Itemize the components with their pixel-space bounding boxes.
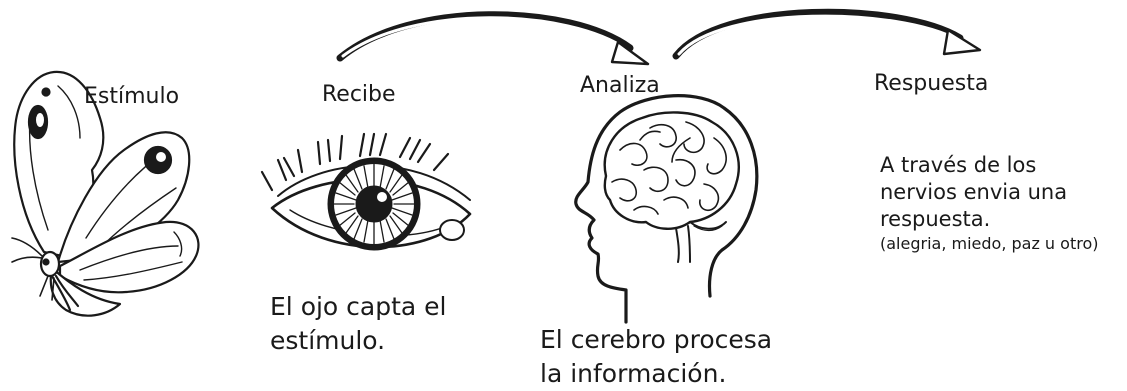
- receive-caption-line: estímulo.: [270, 326, 386, 355]
- eye-icon: [260, 132, 472, 251]
- analyze-caption-line: la información.: [540, 359, 727, 388]
- stimulus-label: Estímulo: [84, 84, 180, 109]
- response-description: A través de los nervios envia una respue…: [880, 152, 1120, 254]
- response-text: A través de los nervios envia una respue…: [880, 152, 1120, 233]
- curved-arrow-icon: [672, 8, 982, 60]
- receive-caption: El ojo capta el estímulo.: [270, 290, 447, 358]
- response-examples: (alegria, miedo, paz u otro): [880, 234, 1099, 253]
- analyze-label: Analiza: [580, 73, 660, 98]
- analyze-caption: El cerebro procesa la información.: [540, 323, 772, 391]
- response-label: Respuesta: [874, 71, 989, 96]
- curved-arrow-icon: [336, 11, 650, 66]
- brain-head-icon: [574, 94, 759, 324]
- butterfly-icon: [11, 70, 200, 317]
- receive-label: Recibe: [322, 82, 396, 107]
- response-text-line: A través de los: [880, 153, 1037, 177]
- receive-caption-line: El ojo capta el: [270, 292, 447, 321]
- response-text-line: respuesta.: [880, 207, 991, 231]
- response-text-line: nervios envia una: [880, 180, 1068, 204]
- analyze-caption-line: El cerebro procesa: [540, 325, 773, 354]
